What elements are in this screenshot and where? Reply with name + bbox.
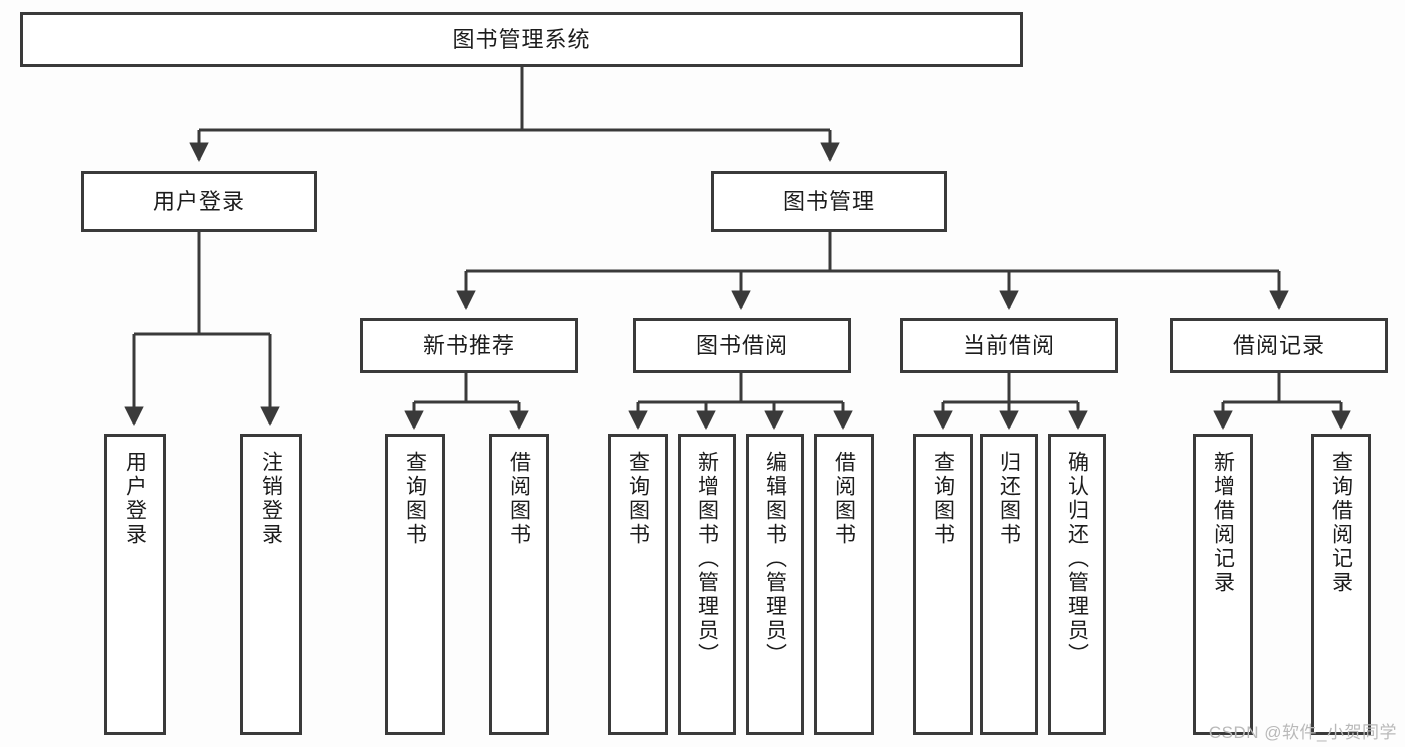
leaf-newbook-borrow-label: 借阅图书 [507,451,531,547]
leaf-borrow-edit-book[interactable]: 编辑图书（管理员） [746,434,804,735]
leaf-borrow-add-book-label: 新增图书（管理员） [695,451,719,667]
csdn-watermark: CSDN @软件_小贺同学 [1208,723,1397,742]
leaf-record-add-label: 新增借阅记录 [1211,451,1235,595]
node-new-book-recommend[interactable]: 新书推荐 [360,318,578,373]
leaf-current-query-book-label: 查询图书 [931,451,955,547]
node-book-borrow[interactable]: 图书借阅 [633,318,851,373]
leaf-newbook-query-label: 查询图书 [403,451,427,547]
node-book-borrow-label: 图书借阅 [695,332,788,358]
leaf-current-return-book[interactable]: 归还图书 [980,434,1038,735]
leaf-newbook-query[interactable]: 查询图书 [385,434,445,735]
leaf-record-add[interactable]: 新增借阅记录 [1193,434,1253,735]
node-borrow-record-label: 借阅记录 [1232,332,1325,358]
leaf-borrow-query-book[interactable]: 查询图书 [608,434,668,735]
leaf-current-confirm-return-label: 确认归还（管理员） [1065,451,1089,667]
node-borrow-record[interactable]: 借阅记录 [1170,318,1388,373]
leaf-record-query-label: 查询借阅记录 [1329,451,1353,595]
node-root[interactable]: 图书管理系统 [20,12,1023,67]
node-current-borrow[interactable]: 当前借阅 [900,318,1118,373]
leaf-user-login-label: 用户登录 [123,451,147,547]
leaf-borrow-borrow-book[interactable]: 借阅图书 [814,434,874,735]
leaf-newbook-borrow[interactable]: 借阅图书 [489,434,549,735]
leaf-borrow-query-book-label: 查询图书 [626,451,650,547]
node-book-management-label: 图书管理 [782,188,875,214]
node-user-login[interactable]: 用户登录 [81,171,317,232]
leaf-record-query[interactable]: 查询借阅记录 [1311,434,1371,735]
leaf-current-query-book[interactable]: 查询图书 [913,434,973,735]
leaf-borrow-borrow-book-label: 借阅图书 [832,451,856,547]
leaf-user-login[interactable]: 用户登录 [104,434,166,735]
leaf-current-confirm-return[interactable]: 确认归还（管理员） [1048,434,1106,735]
leaf-current-return-book-label: 归还图书 [997,451,1021,547]
node-root-label: 图书管理系统 [452,26,591,52]
node-user-login-label: 用户登录 [152,188,245,214]
node-book-management[interactable]: 图书管理 [711,171,947,232]
leaf-user-logout[interactable]: 注销登录 [240,434,302,735]
node-new-book-recommend-label: 新书推荐 [422,332,515,358]
node-current-borrow-label: 当前借阅 [962,332,1055,358]
leaf-borrow-edit-book-label: 编辑图书（管理员） [763,451,787,667]
leaf-borrow-add-book[interactable]: 新增图书（管理员） [678,434,736,735]
leaf-user-logout-label: 注销登录 [259,451,283,547]
